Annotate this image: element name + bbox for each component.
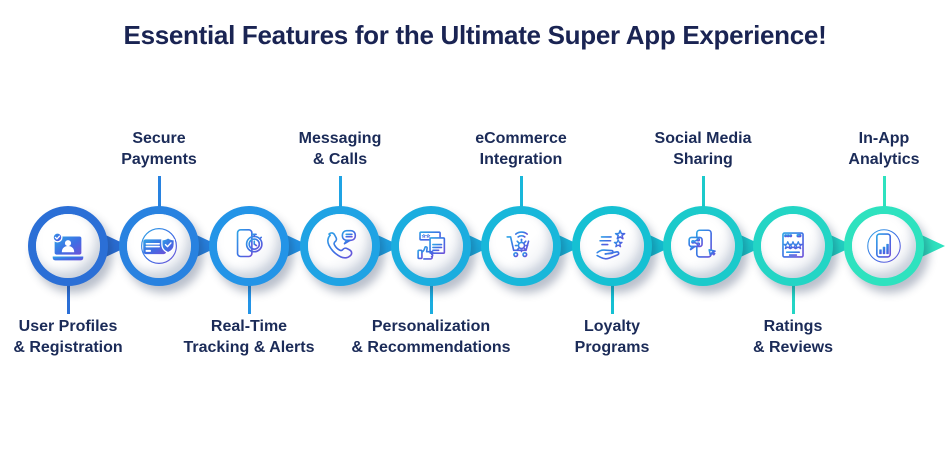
connector-line (66, 284, 70, 314)
feature-social-media-sharing: Social Media Sharing (655, 130, 764, 286)
feature-label: User Profiles & Registration (13, 318, 123, 356)
page-title: Essential Features for the Ultimate Supe… (123, 20, 827, 50)
feature-label: eCommerce Integration (475, 130, 567, 168)
connector-line (791, 284, 795, 314)
feature-ecommerce-integration: eCommerce Integration (475, 130, 582, 286)
feature-circle-inner (761, 214, 825, 278)
hand-stars-icon (596, 229, 626, 260)
feature-label: Loyalty Programs (574, 318, 650, 356)
feature-circle (663, 206, 743, 286)
feature-personalization: Personalization & Recommendations (351, 206, 511, 356)
connector-line (338, 176, 342, 208)
connector-line (519, 176, 523, 208)
feature-circle (209, 206, 289, 286)
connector-line (429, 284, 433, 314)
feature-circle-inner (127, 214, 191, 278)
feature-label: Secure Payments (121, 130, 197, 168)
feature-circle-inner (852, 214, 916, 278)
connector-line (157, 176, 161, 208)
feature-circle (28, 206, 108, 286)
feature-circle (844, 206, 924, 286)
feature-circle-inner (489, 214, 553, 278)
feature-secure-payments: Secure Payments (114, 130, 220, 286)
laptop-user-icon (52, 232, 84, 261)
phone-share-icon (688, 229, 716, 258)
feature-label: Social Media Sharing (654, 130, 752, 168)
phone-bar-chart-icon (867, 229, 901, 263)
browser-stars-icon (782, 232, 804, 258)
feature-label: Personalization & Recommendations (351, 318, 511, 356)
connector-line (701, 176, 705, 208)
cart-gear-wifi-icon (506, 231, 530, 258)
feature-label: Messaging & Calls (298, 130, 382, 168)
feature-ratings-reviews: Ratings & Reviews (748, 206, 854, 356)
feature-circle (572, 206, 652, 286)
credit-card-shield-icon (141, 228, 177, 264)
feature-loyalty-programs: Loyalty Programs (567, 206, 673, 356)
connector-line (882, 176, 886, 208)
feature-circle-inner (36, 214, 100, 278)
feature-circle-inner (399, 214, 463, 278)
phone-chat-icon (327, 229, 357, 259)
feature-label: In-App Analytics (848, 130, 920, 168)
feature-realtime-tracking: Real-Time Tracking & Alerts (183, 206, 315, 356)
feature-circle-inner (308, 214, 372, 278)
browser-thumbs-up-icon (417, 231, 446, 260)
feature-label: Real-Time Tracking & Alerts (183, 318, 315, 356)
feature-circle-inner (671, 214, 735, 278)
connector-line (610, 284, 614, 314)
feature-circle (481, 206, 561, 286)
phone-stopwatch-icon (236, 228, 263, 258)
feature-label: Ratings & Reviews (752, 318, 834, 356)
feature-circle (391, 206, 471, 286)
feature-circle (300, 206, 380, 286)
feature-user-profiles: User Profiles & Registration (13, 206, 129, 356)
feature-circle-inner (217, 214, 281, 278)
feature-messaging-calls: Messaging & Calls (295, 130, 401, 286)
feature-circle-inner (580, 214, 644, 278)
feature-circle (753, 206, 833, 286)
feature-in-app-analytics: In-App Analytics (839, 130, 945, 286)
connector-line (247, 284, 251, 314)
feature-circle (119, 206, 199, 286)
